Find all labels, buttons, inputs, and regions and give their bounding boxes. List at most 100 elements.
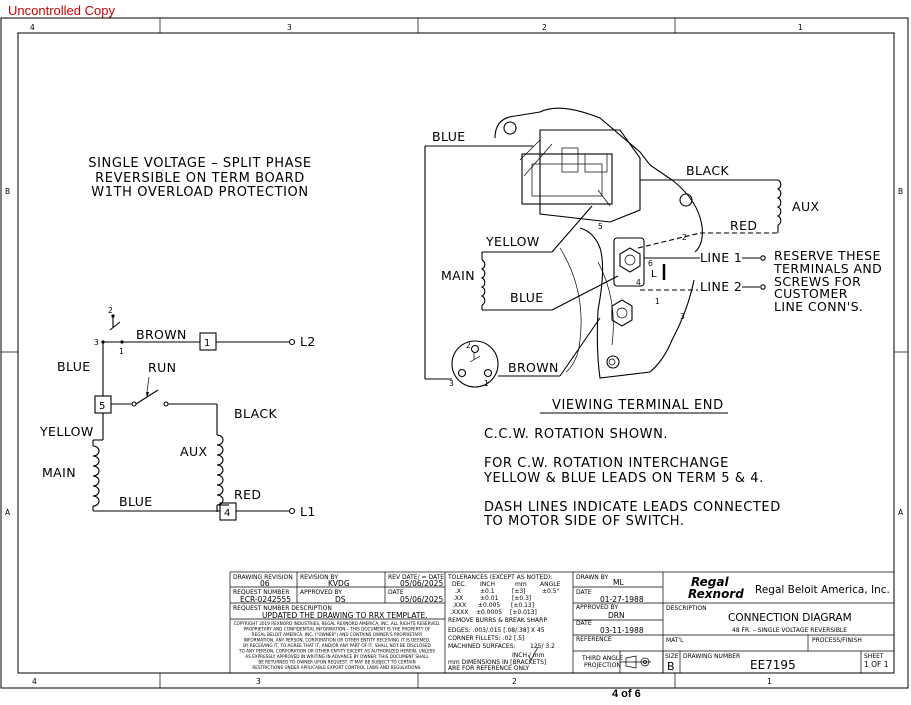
title-line-3: W1TH OVERLOAD PROTECTION	[91, 185, 308, 200]
copyright-line-9: RESTRICTIONS UNDER APPLICABLE EXPORT CON…	[252, 665, 421, 670]
third-angle-projection-icon	[620, 655, 651, 669]
end-view-overload-2: 2	[466, 341, 471, 350]
copyright-line-3: REGAL BELOIT AMERICA, INC. ("OWNER") AND…	[252, 632, 423, 637]
drawn-by-value: ML	[613, 578, 624, 587]
copyright-line-6: TO ANY PERSON, CORPORATION OR OTHER ENTI…	[238, 649, 436, 654]
reserve-line-5: LINE CONN'S.	[774, 299, 863, 314]
rev-date-label: REV DATE/ = DATE	[388, 574, 444, 581]
title-block: DRAWING REVISION 06 REVISION BY KVDG REV…	[229, 571, 895, 674]
copyright-line-5: BY RECEIVING IT, TO AGREE THAT IT, AND/O…	[243, 643, 431, 648]
schematic-terminal-1-label: 1	[204, 338, 210, 349]
tol-header-dec: DEC.	[452, 581, 467, 588]
drawing-number-label: DRAWING NUMBER	[683, 653, 740, 660]
schematic-run-label: RUN	[148, 360, 176, 375]
title-line-1: SINGLE VOLTAGE – SPLIT PHASE	[88, 156, 312, 171]
description-sub: 48 FR. – SINGLE VOLTAGE REVERSIBLE	[732, 627, 847, 634]
dash-note-line-1: DASH LINES INDICATE LEADS CONNECTED	[484, 500, 781, 515]
end-view-brown-label: BROWN	[508, 360, 559, 375]
date-label: DATE	[388, 589, 404, 596]
drawn-date-value: 01-27-1988	[600, 595, 644, 604]
tol-header-angle: ANGLE	[540, 581, 561, 588]
revision-by-label: REVISION BY	[300, 574, 338, 581]
size-label: SIZE	[665, 653, 679, 660]
schematic-blue2-label: BLUE	[119, 494, 153, 509]
request-number-label: REQUEST NUMBER	[233, 589, 289, 596]
reserve-line-4: CUSTOMER	[774, 286, 848, 301]
schematic-main-label: MAIN	[42, 465, 76, 480]
dash-note-line-2: TO MOTOR SIDE OF SWITCH.	[483, 514, 685, 529]
terminal-L-label: L	[651, 269, 657, 280]
terminal-2-label: 2	[682, 233, 687, 242]
schematic-l1-label: L1	[300, 504, 316, 519]
copyright-line-2: PROPRIETARY AND CONFIDENTIAL INFORMATION…	[244, 627, 432, 632]
notes: VIEWING TERMINAL END C.C.W. ROTATION SHO…	[483, 398, 781, 529]
col-label-bottom-2: 2	[512, 677, 517, 686]
tol-row-4-inch: ±0.0005	[476, 609, 502, 616]
schematic-brown-label: BROWN	[136, 327, 187, 342]
page-number: 4 of 6	[612, 688, 641, 700]
tol-row-2-dec: .XX	[453, 595, 463, 602]
schematic-diagram: 2 3 1 BROWN 1 L2 BLUE 5 RUN BLACK AUX RE…	[39, 306, 316, 521]
copyright-line-8: BE RETURNED TO OWNER UPON REQUEST. IT MA…	[258, 660, 415, 665]
schematic-red-label: RED	[234, 487, 261, 502]
copyright-line-1: COPYRIGHT 2019 REXNORD INDUSTRIES, REGAL…	[234, 621, 441, 626]
row-label-left-B: B	[5, 187, 10, 196]
approved2-date-label: DATE	[576, 620, 592, 627]
request-desc-value: UPDATED THE DRAWING TO RRX TEMPLATE.	[262, 611, 428, 620]
tol-row-2-mm: [±0.3]	[512, 595, 531, 602]
description-value: CONNECTION DIAGRAM	[728, 612, 852, 624]
process-finish-label: PROCESS/FINISH	[812, 637, 862, 644]
outer-border	[0, 17, 909, 689]
row-label-right-A: A	[898, 508, 904, 517]
end-view-blue-label: BLUE	[432, 129, 466, 144]
approved2-date-value: 03-11-1988	[600, 626, 644, 635]
drawing-revision-label: DRAWING REVISION	[233, 574, 293, 581]
col-label-bottom-3: 3	[256, 677, 261, 686]
col-label-top-3: 3	[287, 23, 292, 32]
tol-row-4-mm: [±0.013]	[510, 609, 537, 616]
schematic-terminal-4-label: 4	[224, 508, 230, 519]
edges-note: EDGES: .003/.015 [.08/.38] X 45	[448, 627, 545, 634]
row-label-left-A: A	[5, 508, 11, 517]
remove-burrs-note: REMOVE BURRS & BREAK SHARP	[448, 617, 547, 624]
schematic-yellow-label: YELLOW	[39, 424, 94, 439]
viewing-terminal-end: VIEWING TERMINAL END	[552, 398, 724, 413]
tol-row-3-mm: [±0.13]	[511, 602, 534, 609]
tol-row-3-inch: ±0.005	[478, 602, 500, 609]
material-label: MAT'L	[666, 637, 684, 644]
projection-line-2: PROJECTION	[584, 662, 621, 669]
tol-row-1-angle: ±0.5°	[542, 588, 560, 595]
projection-line-1: THIRD ANGLE	[581, 655, 623, 662]
end-view-aux-label: AUX	[792, 199, 820, 214]
reserve-line-2: TERMINALS AND	[773, 261, 882, 276]
schematic-blue-label: BLUE	[57, 359, 91, 374]
copyright-line-4: INFORMATION. ANY PERSON, CORPORATION OR …	[244, 638, 431, 643]
uncontrolled-copy-stamp: Uncontrolled Copy	[8, 3, 115, 18]
corner-fillets-note: CORNER FILLETS: .02 [.5]	[448, 635, 524, 642]
end-view-yellow-label: YELLOW	[485, 234, 540, 249]
col-label-bottom-1: 1	[767, 677, 772, 686]
logo-line-1: Regal	[691, 575, 729, 589]
schematic-black-label: BLACK	[234, 406, 277, 421]
tolerance-table: .X ±0.1 [±3] ±0.5° .XX ±0.01 [±0.3] .XXX…	[450, 588, 560, 616]
terminal-end-view: 5 6 4 L 1 3 2 BLUE BLACK AUX RED YELLOW …	[424, 107, 882, 388]
tol-row-1-dec: .X	[455, 588, 461, 595]
tol-header-inch: INCH	[480, 581, 495, 588]
end-view-blue2-label: BLUE	[510, 290, 544, 305]
regal-rexnord-logo: Regal Rexnord	[688, 575, 744, 601]
schematic-terminal-5-label: 5	[99, 401, 105, 412]
drawn-date-label: DATE	[576, 589, 592, 596]
end-view-overload-1: 1	[484, 379, 489, 388]
approved2-label: APPROVED BY	[576, 604, 618, 611]
diagram-title: SINGLE VOLTAGE – SPLIT PHASE REVERSIBLE …	[88, 156, 312, 200]
drawing-revision-value: 06	[260, 579, 270, 588]
sheet-value: 1 OF 1	[864, 660, 889, 669]
request-desc-label: REQUEST NUMBER DESCRIPTION	[233, 605, 332, 612]
mm-brackets-note: mm DIMENSIONS IN [BRACKETS]	[448, 659, 546, 666]
col-label-top-2: 2	[542, 23, 547, 32]
revision-by-value: KVDG	[328, 579, 350, 588]
size-value: B	[667, 660, 675, 673]
overload-terminal-3: 3	[94, 338, 99, 347]
col-label-top-4: 4	[30, 23, 35, 32]
approved2-value: DRN	[608, 611, 625, 620]
